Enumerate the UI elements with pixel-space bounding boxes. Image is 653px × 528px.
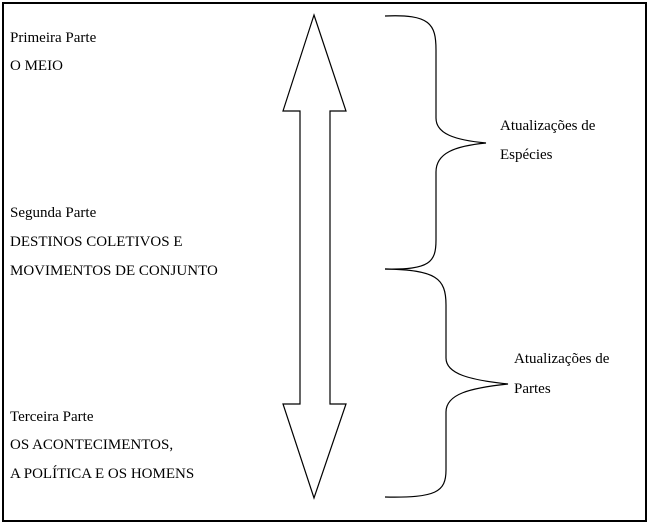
- brace-1-line-2: Espécies: [500, 148, 552, 163]
- part-3-line-1: OS ACONTECIMENTOS,: [10, 438, 173, 453]
- brace-1-line-1: Atualizações de: [500, 119, 595, 134]
- part-1-title: Primeira Parte: [10, 31, 96, 46]
- part-3-line-2: A POLÍTICA E OS HOMENS: [10, 467, 194, 482]
- part-3-title: Terceira Parte: [10, 410, 93, 425]
- brace-2-line-1: Atualizações de: [514, 352, 609, 367]
- double-arrow: [283, 15, 346, 498]
- part-1-line-1: O MEIO: [10, 59, 63, 74]
- part-2-line-2: MOVIMENTOS DE CONJUNTO: [10, 264, 218, 279]
- part-2-title: Segunda Parte: [10, 206, 96, 221]
- part-2-line-1: DESTINOS COLETIVOS E: [10, 235, 183, 250]
- brace-2-line-2: Partes: [514, 382, 551, 397]
- brace-partes: [385, 269, 508, 497]
- brace-especies: [385, 16, 486, 269]
